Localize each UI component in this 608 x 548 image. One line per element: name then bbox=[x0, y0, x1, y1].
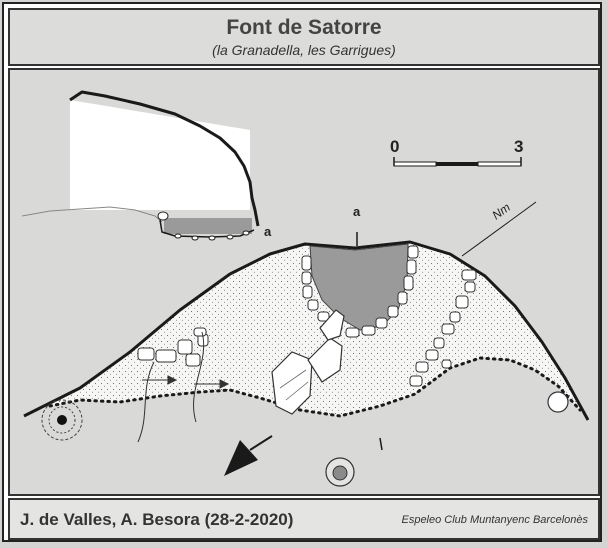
scale-min-label: 0 bbox=[390, 137, 399, 156]
header-panel: Font de Satorre (la Granadella, les Garr… bbox=[8, 8, 600, 66]
north-label: Nm bbox=[490, 200, 513, 222]
cave-plan-drawing: a 0 3 Nm a bbox=[21, 90, 590, 487]
cave-floor bbox=[24, 242, 588, 420]
page-title: Font de Satorre bbox=[226, 16, 382, 39]
section-tick bbox=[379, 437, 383, 451]
large-boulders bbox=[271, 309, 345, 415]
profile-white-area bbox=[70, 100, 250, 210]
cave-dripline bbox=[48, 356, 582, 418]
right-boulder-chain bbox=[409, 269, 477, 387]
club-credit: Espeleo Club Muntanyenc Barcelonès bbox=[401, 514, 588, 526]
authors-credit: J. de Valles, A. Besora (28-2-2020) bbox=[20, 510, 294, 529]
footer-panel: J. de Valles, A. Besora (28-2-2020) Espe… bbox=[8, 498, 600, 540]
survey-sheet: Font de Satorre (la Granadella, les Garr… bbox=[2, 2, 602, 542]
profile-outline bbox=[69, 90, 260, 227]
cave-plan-panel: a 0 3 Nm a bbox=[8, 68, 600, 496]
direction-arrow-icon bbox=[224, 435, 273, 476]
boulder-icon bbox=[547, 391, 569, 413]
north-line bbox=[461, 201, 537, 257]
stream-line bbox=[193, 331, 205, 423]
profile-ground-line bbox=[21, 206, 163, 223]
scale-max-label: 3 bbox=[514, 137, 523, 156]
spring-icon bbox=[325, 457, 355, 487]
cave-wall-outline bbox=[23, 240, 590, 421]
flow-arrow-icon bbox=[142, 375, 230, 389]
sinkhole-icon bbox=[41, 399, 83, 441]
profile-boulder-icon bbox=[157, 211, 250, 241]
profile-water-pool bbox=[164, 218, 252, 234]
page-subtitle: (la Granadella, les Garrigues) bbox=[212, 42, 396, 58]
scale-bar bbox=[393, 157, 522, 167]
left-boulder-cluster bbox=[137, 327, 209, 367]
plan-section-label: a bbox=[353, 204, 361, 219]
stream-line bbox=[137, 361, 155, 443]
profile-section-label: a bbox=[264, 224, 272, 239]
